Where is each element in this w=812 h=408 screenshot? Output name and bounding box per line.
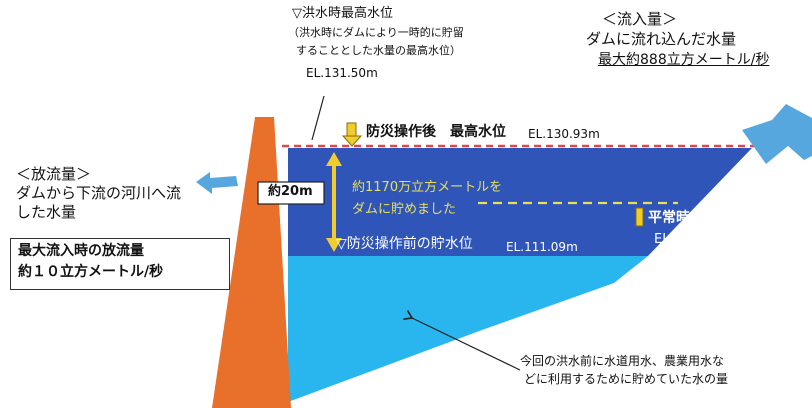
stored-line-2: ダムに貯めました — [352, 202, 457, 217]
flood-storage-area — [288, 148, 752, 256]
rise-label: 約20m — [268, 184, 313, 199]
inflow-title: ＜流入量＞ — [602, 10, 678, 28]
inflow-arrow — [742, 104, 812, 164]
rise-label-box — [257, 181, 325, 205]
normal-level-label: 平常時の貯水位 — [648, 210, 746, 226]
before-operation-label: ▽防災操作前の貯水位 — [336, 236, 473, 252]
outflow-line-2: した水量 — [16, 203, 77, 221]
pre-flood-water-area — [288, 256, 648, 402]
pre-flood-line-1: 今回の洪水前に水道用水、農業用水な — [520, 354, 725, 368]
inflow-desc: ダムに流れ込んだ水量 — [586, 30, 737, 48]
outflow-box-line-1: 最大流入時の放流量 — [18, 243, 144, 259]
pre-flood-line-2: どに利用するために貯めていた水の量 — [524, 372, 729, 386]
normal-level-elevation: EL.121.50m — [654, 232, 732, 247]
flood-max-leader-line — [311, 95, 325, 141]
outflow-line-1: ダムから下流の河川へ流 — [16, 184, 182, 202]
stored-line-1: 約1170万立方メートルを — [352, 180, 503, 195]
outflow-box-line-2: 約１０立方メートル/秒 — [18, 264, 164, 280]
after-level-marker — [341, 122, 363, 147]
after-operation-elevation: EL.130.93m — [528, 127, 600, 141]
outflow-max-box — [10, 238, 230, 290]
flood-max-note-2: することとした水量の最高水位） — [296, 44, 461, 57]
flood-max-title: ▽洪水時最高水位 — [292, 6, 393, 21]
outflow-arrow — [196, 172, 238, 194]
after-operation-label: 防災操作後 最高水位 — [366, 124, 506, 140]
inflow-max: 最大約888立方メートル/秒 — [598, 52, 770, 68]
flood-max-note-1: （洪水時にダムにより一時的に貯留 — [288, 26, 464, 39]
outflow-title: ＜放流量＞ — [16, 165, 92, 183]
pre-flood-leader-line — [403, 310, 521, 371]
flood-max-elevation: EL.131.50m — [306, 66, 378, 80]
normal-level-marker — [635, 207, 644, 227]
rise-arrow — [326, 152, 342, 252]
before-operation-elevation: EL.111.09m — [506, 240, 578, 254]
